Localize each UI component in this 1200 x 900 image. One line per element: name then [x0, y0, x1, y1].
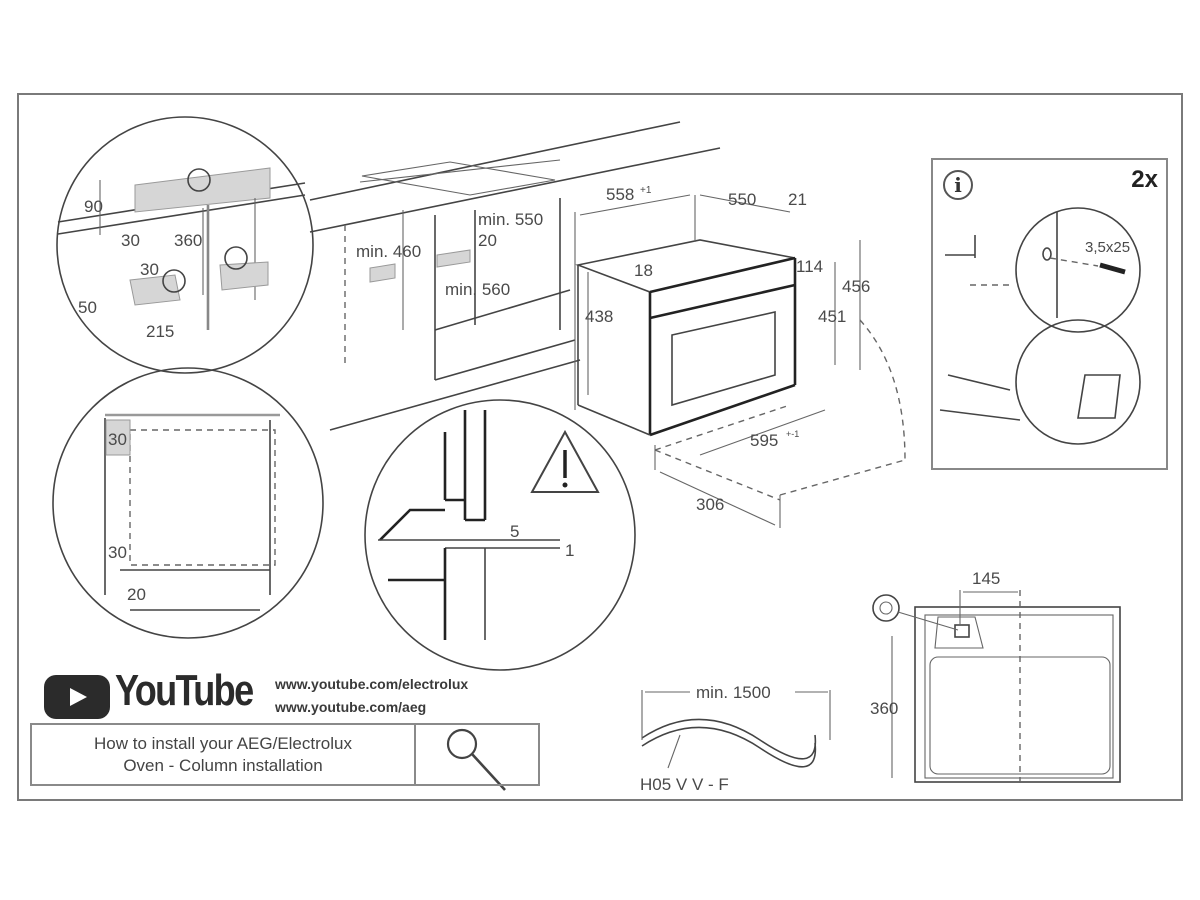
dim-451: 451: [818, 307, 846, 326]
dim-1: 1: [565, 541, 574, 560]
search-query-line-1: How to install your AEG/Electrolux: [94, 734, 352, 753]
search-divider: [414, 725, 416, 784]
dim-30-a: 30: [121, 231, 140, 250]
dim-min-550: min. 550: [478, 210, 543, 229]
power-socket-icon: [224, 246, 248, 270]
detail-circle-outline: [52, 367, 324, 639]
warning-icon: [530, 429, 600, 493]
oven-view: 558 +1 550 21 18 438 114 451 456 595 +-1…: [574, 185, 906, 528]
detail-circle-outline: [364, 399, 636, 671]
video-search-box[interactable]: How to install your AEG/Electrolux Oven …: [30, 723, 540, 786]
dim-18: 18: [634, 261, 653, 280]
dim-558-tolerance: +1: [640, 185, 652, 196]
dim-114: 114: [796, 257, 823, 276]
detail-circle-bottom-left: 30 30 20: [52, 367, 324, 639]
dim-30-b: 30: [140, 260, 159, 279]
oven-door-window: [671, 311, 776, 407]
dim-5: 5: [510, 522, 519, 541]
search-query-line-2: Oven - Column installation: [123, 756, 323, 775]
detail-circle-top-left: 90 30 360 30 50 215: [56, 116, 314, 374]
dim-595: 595: [750, 431, 778, 450]
cable-length: min. 1500: [696, 683, 771, 702]
dim-21: 21: [788, 190, 807, 209]
dim-20: 20: [127, 585, 146, 604]
info-icon: i: [943, 170, 973, 200]
search-query: How to install your AEG/Electrolux Oven …: [32, 733, 414, 777]
dim-50: 50: [78, 298, 97, 317]
screw-size: 3,5x25: [1085, 239, 1130, 256]
dim-90: 90: [84, 197, 103, 216]
socket-zone-bottom: [129, 274, 181, 306]
youtube-wordmark: YouTube: [115, 666, 254, 715]
info-panel-drawing: 3,5x25: [939, 207, 1141, 445]
dim-456: 456: [842, 277, 870, 296]
dim-550: 550: [728, 190, 756, 209]
power-cable: [641, 718, 817, 760]
zoom-circle-screw: [1015, 207, 1141, 333]
dim-438: 438: [585, 307, 613, 326]
url-aeg[interactable]: www.youtube.com/aeg: [275, 699, 427, 715]
search-button[interactable]: [418, 725, 538, 784]
dim-145: 145: [972, 569, 1000, 588]
cable-type: H05 V V - F: [640, 775, 729, 794]
power-socket-icon: [872, 594, 900, 622]
dim-30-bottom: 30: [108, 543, 127, 562]
power-socket-icon: [162, 269, 186, 293]
dim-30-top: 30: [108, 430, 127, 449]
power-socket-icon: [187, 168, 211, 192]
oven-front-outline: [914, 606, 1121, 783]
dim-min-460: min. 460: [356, 242, 421, 261]
zoom-circle-bracket: [1015, 319, 1141, 445]
hob: [361, 161, 556, 196]
dim-215: 215: [146, 322, 174, 341]
detail-circle-gap: 5 1: [364, 399, 636, 671]
youtube-logo-icon[interactable]: [44, 675, 110, 719]
cable-drawing: min. 1500 H05 V V - F: [640, 683, 831, 794]
dim-558: 558: [606, 185, 634, 204]
dim-360: 360: [174, 231, 202, 250]
detail-circle-outline: [56, 116, 314, 374]
cabinet-view: min. 550 min. 460 20 min. 560: [309, 121, 721, 431]
dim-306: 306: [696, 495, 724, 514]
info-panel: i 2x: [931, 158, 1168, 470]
socket-view: 145 360: [870, 569, 1121, 785]
play-icon: [70, 688, 87, 706]
dim-min-560: min. 560: [445, 280, 510, 299]
dim-gap-20: 20: [478, 231, 497, 250]
dim-360-socket: 360: [870, 699, 898, 718]
url-electrolux[interactable]: www.youtube.com/electrolux: [275, 676, 469, 692]
dim-595-tolerance: +-1: [786, 429, 799, 439]
diagram-frame: [17, 93, 1183, 801]
quantity-label: 2x: [1131, 166, 1158, 193]
